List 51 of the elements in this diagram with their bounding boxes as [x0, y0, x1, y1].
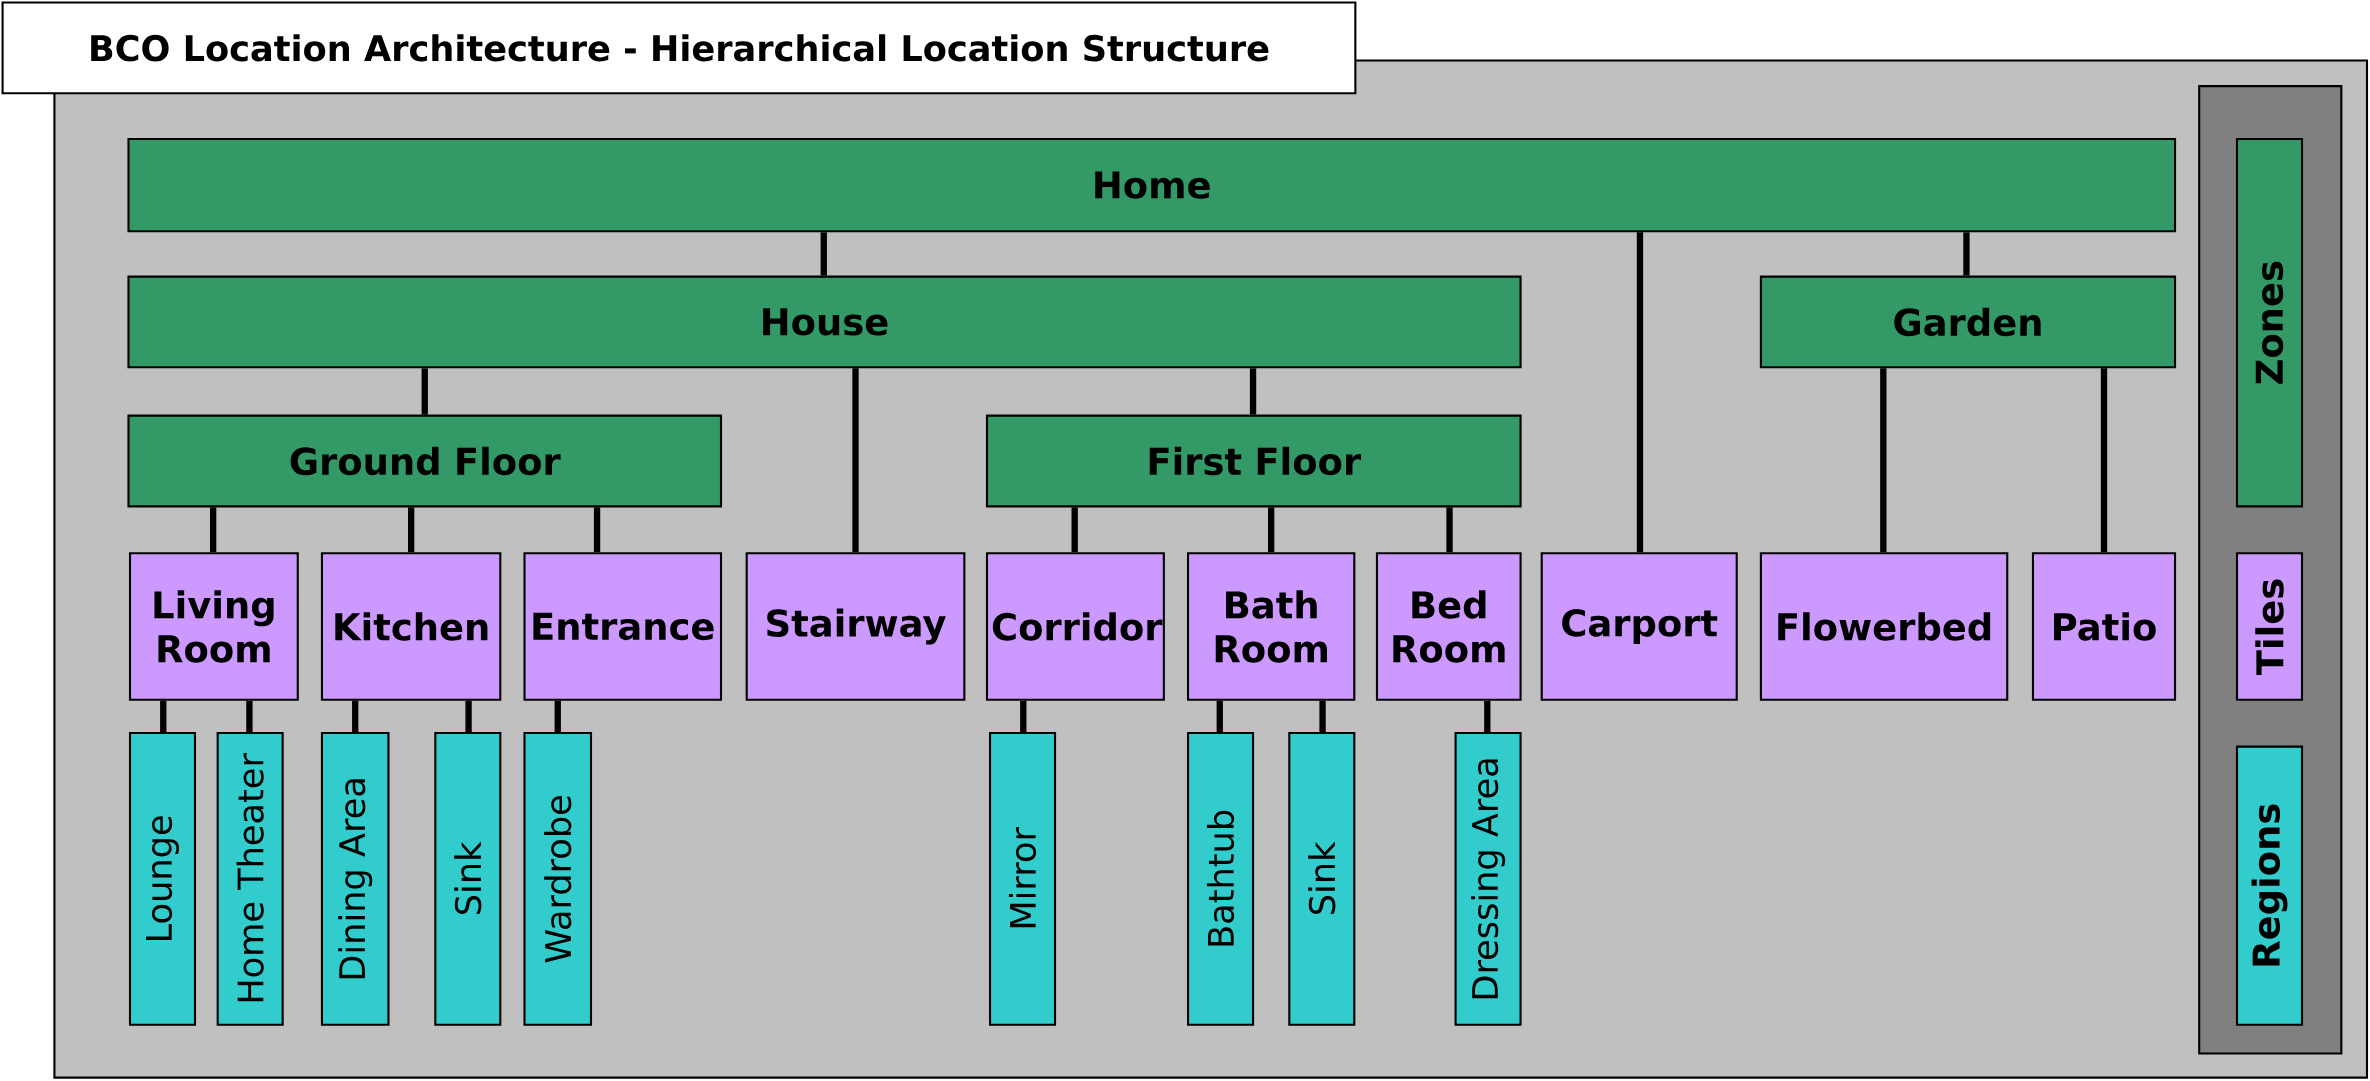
connector-line: [160, 701, 167, 733]
legend-label: Regions: [2251, 804, 2288, 966]
connector-line: [1880, 368, 1887, 553]
tile-box: Patio: [2031, 552, 2177, 701]
connector-line: [465, 701, 472, 733]
connector-line: [1071, 507, 1078, 553]
title-box: BCO Location Architecture - Hierarchical Location Structure: [1, 1, 1357, 95]
connector-line: [852, 368, 859, 553]
connector-line: [1446, 507, 1453, 553]
legend-label: Tiles: [2255, 579, 2284, 676]
zone-box: First Floor: [985, 414, 1522, 508]
connector-line: [407, 507, 415, 553]
tile-box: Flowerbed: [1759, 552, 2009, 701]
tile-box: Bed Room: [1375, 552, 1522, 701]
connector-line: [2100, 368, 2108, 553]
connector-line: [1319, 701, 1326, 733]
connector-line: [554, 701, 561, 733]
connector-line: [593, 507, 601, 553]
zone-box: Home: [127, 138, 2177, 233]
region-box: Bathtub: [1187, 732, 1255, 1026]
tile-box: Stairway: [745, 552, 966, 701]
tile-box: Bath Room: [1187, 552, 1356, 701]
connector-line: [1484, 701, 1491, 733]
tile-box: Carport: [1540, 552, 1738, 701]
tile-box: Entrance: [523, 552, 723, 701]
connector-line: [421, 368, 428, 415]
connector-line: [1216, 701, 1223, 733]
region-box: Mirror: [989, 732, 1057, 1026]
connector-line: [1636, 232, 1644, 553]
region-box: Wardrobe: [523, 732, 593, 1026]
connector-line: [352, 701, 359, 733]
region-box: Sink: [1288, 732, 1356, 1026]
connector-line: [1020, 701, 1027, 733]
connector-line: [1268, 507, 1275, 553]
connector-line: [820, 232, 827, 276]
connector-line: [1963, 232, 1970, 276]
region-box: Dressing Area: [1454, 732, 1522, 1026]
zone-box: Garden: [1759, 275, 2177, 369]
connector-line: [209, 507, 217, 553]
region-box: Lounge: [128, 732, 197, 1026]
zone-box: Ground Floor: [127, 414, 723, 508]
region-box: Dining Area: [320, 732, 390, 1026]
tile-box: Living Room: [128, 552, 299, 701]
tile-box: Kitchen: [320, 552, 502, 701]
connector-line: [246, 701, 253, 733]
zone-box: House: [127, 275, 1522, 369]
tile-box: Corridor: [985, 552, 1165, 701]
region-box: Sink: [434, 732, 502, 1026]
connector-line: [1249, 368, 1257, 415]
legend-label: Zones: [2255, 261, 2284, 384]
region-box: Home Theater: [216, 732, 284, 1026]
